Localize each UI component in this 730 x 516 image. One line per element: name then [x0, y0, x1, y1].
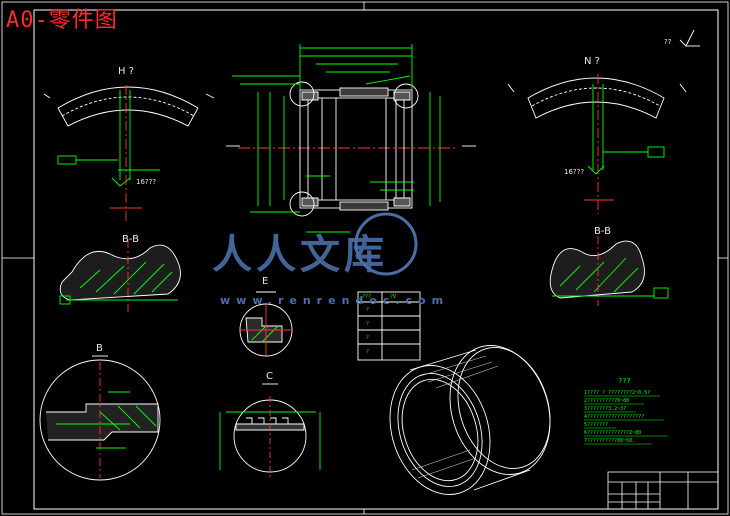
watermark-text: 人人文库 — [212, 232, 388, 278]
roughness-label: ?? — [664, 38, 672, 46]
detail-c — [219, 383, 321, 478]
note-line: 2?????????70~80 — [584, 398, 630, 404]
tolerance-left: 16??? — [136, 178, 157, 186]
note-line: 7??????????80~50. — [584, 438, 636, 444]
notes-lines — [584, 395, 668, 445]
detail-c-label: C — [266, 371, 273, 382]
main-section-view — [226, 44, 476, 233]
right-arc-view — [507, 74, 687, 214]
detail-e — [239, 291, 293, 357]
tolerance-table — [357, 291, 421, 361]
section-right-label: B-B — [594, 226, 611, 237]
note-line: 3???????3.2~3? — [584, 406, 627, 412]
note-line: 4??????????????????? — [584, 414, 645, 420]
tolerance-right: 16??? — [564, 168, 585, 176]
watermark-url: www.renrendoc.com — [220, 294, 450, 307]
table-header-1: ??? — [362, 294, 372, 300]
note-line: 1???? ? ????????2~0.5? — [584, 390, 651, 396]
detail-b — [39, 355, 161, 481]
table-header-2: ?V — [390, 294, 397, 300]
title-block — [607, 471, 719, 510]
left-arc-view — [43, 85, 215, 222]
note-line: 6??????????????2~80 — [584, 430, 642, 436]
detail-b-label: B — [96, 343, 103, 354]
table-row: ? — [366, 335, 370, 341]
table-row: ? — [366, 349, 370, 355]
notes-title: ??? — [618, 377, 631, 385]
roughness-symbol — [679, 29, 700, 47]
section-left-label: B-B — [122, 234, 139, 245]
table-row: ? — [366, 307, 370, 313]
note-line: 5??????? — [584, 422, 609, 428]
table-row: ? — [366, 321, 370, 327]
watermark-logo — [354, 212, 418, 276]
drawing-title: A0-零件图 — [6, 8, 118, 33]
section-bb-right — [549, 236, 669, 306]
detail-e-label: E — [262, 276, 269, 287]
inner-frame — [33, 9, 719, 510]
isometric-part — [389, 345, 551, 495]
right-arc-label: N ? — [584, 56, 600, 67]
section-bb-left — [59, 240, 181, 312]
left-arc-label: H ? — [118, 66, 135, 77]
